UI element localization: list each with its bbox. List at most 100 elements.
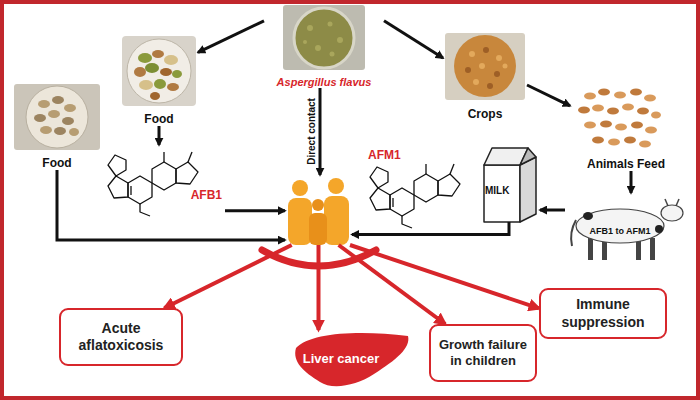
- feed-image: Animals Feed: [570, 84, 682, 171]
- cow-drawing: [571, 220, 576, 246]
- image-caption: Animals Feed: [587, 157, 665, 171]
- pistachio-photo: [145, 63, 159, 73]
- cow-drawing: [576, 209, 664, 243]
- beans-photo: [62, 117, 74, 125]
- animal-feed-photo: [592, 137, 604, 144]
- beans-photo: [38, 100, 50, 108]
- people-figures: [309, 213, 327, 245]
- animal-feed-photo: [592, 105, 604, 112]
- animal-feed-photo: [608, 139, 620, 146]
- people-figures: [312, 199, 324, 211]
- cow-drawing: [583, 212, 593, 220]
- crops-photo: [445, 33, 525, 100]
- people-icon: [285, 175, 352, 245]
- animal-feed-photo: [651, 112, 661, 119]
- animal-feed-photo: [584, 93, 596, 100]
- animal-feed-photo: [639, 141, 651, 148]
- crops-photo: [496, 55, 502, 61]
- cow-drawing: [588, 238, 593, 260]
- cow: AFB1 to AFM1: [565, 193, 685, 262]
- fungus-culture-photo: [315, 45, 321, 51]
- flow-arrow: [158, 126, 161, 145]
- outcome-text: Acute aflatoxicosis: [67, 320, 175, 355]
- edge-label: Direct contact: [306, 96, 317, 167]
- beans-photo: [14, 84, 100, 150]
- beans-photo: [48, 110, 60, 118]
- pistachio-photo: [150, 92, 160, 100]
- pistachio-photo: [138, 53, 152, 63]
- fungus-culture-photo: [283, 5, 365, 70]
- image-caption: Food: [144, 112, 173, 126]
- liver-shape: Liver cancer: [292, 330, 412, 390]
- pistachio-photo: [127, 39, 191, 103]
- crops-photo: [479, 63, 485, 69]
- animal-feed-photo: [631, 122, 643, 129]
- fungus-culture-photo: [283, 5, 365, 70]
- pistachio-photo: [167, 83, 179, 91]
- flow-arrow: [384, 21, 443, 58]
- pistachio-photo: [160, 68, 172, 76]
- afb1-molecule: [108, 152, 198, 216]
- outcome-text: Liver cancer: [303, 351, 380, 366]
- people-figures: [292, 180, 308, 196]
- afm1-structure: AFM1: [362, 148, 472, 230]
- crops-photo: [483, 47, 489, 53]
- crops-image: Crops: [443, 31, 527, 121]
- fungus-culture-photo: [303, 40, 307, 44]
- animal-feed-photo: [614, 92, 626, 99]
- flow-arrow: [350, 245, 539, 308]
- image-caption: Food: [42, 156, 71, 170]
- beans-photo: [40, 126, 52, 134]
- outcome-box: Immune suppression: [539, 288, 667, 339]
- animal-feed-photo: [624, 137, 636, 144]
- fungus-culture-photo: [307, 25, 313, 31]
- animal-feed-photo: [630, 89, 642, 96]
- beans-photo: [54, 127, 66, 135]
- animal-feed-photo: [578, 89, 661, 148]
- crops-photo: [454, 35, 516, 97]
- milk-carton: MILK: [478, 145, 540, 222]
- flow-arrow: [319, 88, 322, 175]
- crops-photo: [503, 64, 508, 69]
- pistachio-photo: [139, 80, 153, 90]
- outcome-box: Growth failure in children: [429, 324, 537, 382]
- outcome-text: Immune suppression: [547, 296, 659, 331]
- fungus-culture-photo: [337, 37, 343, 43]
- beans-photo: [34, 114, 46, 122]
- crops-photo: [465, 67, 471, 73]
- toxin-name: AFB1: [191, 188, 222, 202]
- pistachio-photo: [164, 55, 178, 65]
- milk-carton-drawing: [484, 165, 520, 222]
- flow-arrow: [540, 209, 565, 212]
- flow-arrow: [317, 245, 321, 330]
- animal-feed-photo: [645, 127, 657, 134]
- conversion-note: AFB1 to AFM1: [589, 226, 650, 236]
- pistachio-photo: [134, 67, 146, 77]
- cow-drawing: [571, 199, 683, 260]
- animal-feed-photo: [615, 124, 627, 131]
- beans-photo: [26, 86, 88, 148]
- cow-drawing: [650, 238, 655, 260]
- flow-arrow: [57, 170, 285, 240]
- liver-outline: [295, 333, 408, 386]
- food-image: Food: [120, 34, 198, 126]
- animal-feed-photo: [598, 89, 610, 96]
- crops-photo: [445, 33, 525, 100]
- pistachio-photo: [122, 36, 196, 106]
- crops-photo: [473, 79, 479, 85]
- people-figures: [288, 198, 312, 245]
- outcome-box: Acute aflatoxicosis: [59, 308, 183, 366]
- food-image: Food: [12, 82, 102, 170]
- pistachio-photo: [152, 50, 164, 58]
- milk-carton-drawing: [520, 148, 536, 165]
- cow-drawing: [676, 199, 679, 206]
- beans-photo: [64, 104, 76, 112]
- species-name: Aspergillus flavus: [277, 76, 372, 88]
- flow-arrow: [198, 21, 264, 53]
- animal-feed-photo: [644, 95, 656, 102]
- afm1-molecule: [370, 164, 460, 228]
- flow-arrow: [527, 85, 570, 106]
- beans-photo: [69, 128, 79, 136]
